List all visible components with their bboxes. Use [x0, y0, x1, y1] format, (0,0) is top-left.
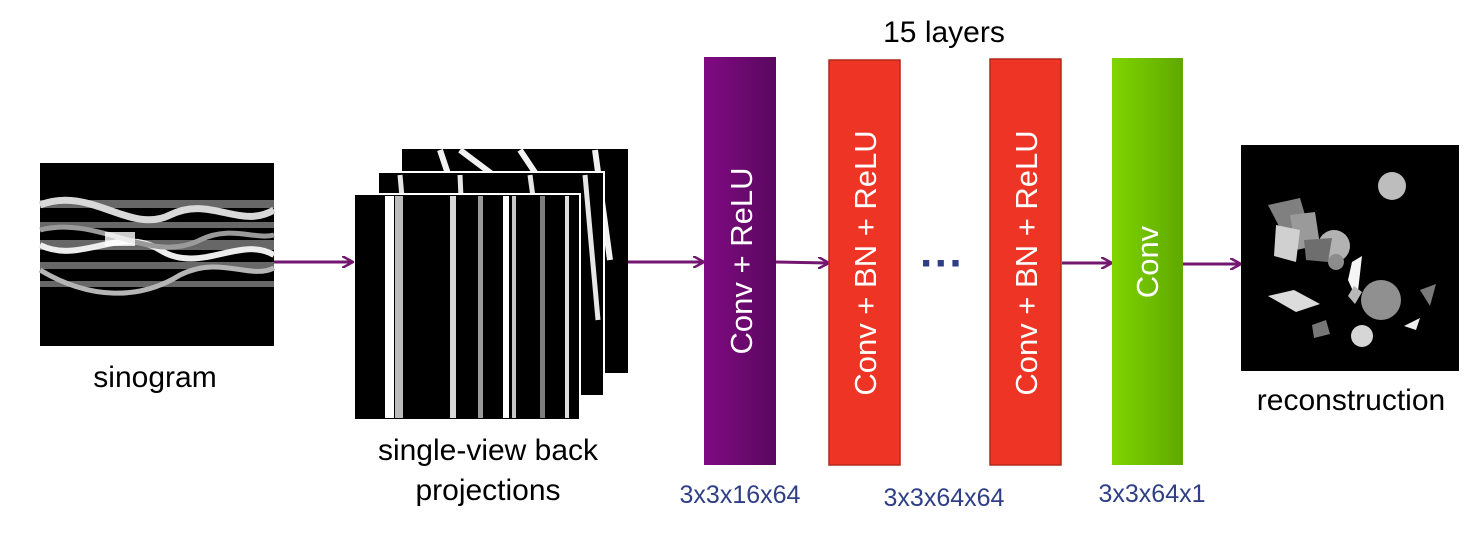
back-projection-stack [353, 147, 628, 421]
conv-relu-dims-label: 3x3x16x64 [680, 481, 801, 509]
conv-block [1112, 58, 1183, 465]
back-projection-label-line1: single-view back [378, 434, 599, 467]
conv-bn-relu-block-last-label: Conv + BN + ReLU [1009, 130, 1044, 395]
conv-block-label: Conv [1130, 225, 1165, 298]
conv-bn-relu-block-last [989, 58, 1062, 466]
conv-bn-relu-block-first-label: Conv + BN + ReLU [848, 130, 883, 395]
reconstruction-label: reconstruction [1257, 384, 1445, 417]
sinogram-image [38, 163, 276, 346]
conv-bn-relu-dims-label: 3x3x64x64 [884, 484, 1005, 512]
sinogram-label: sinogram [93, 361, 216, 394]
conv-relu-block [704, 57, 776, 465]
conv-relu-block-label: Conv + ReLU [724, 168, 759, 355]
conv-dims-label: 3x3x64x1 [1098, 480, 1205, 508]
arrow-block1-to-block2 [775, 262, 828, 263]
back-projection-label-line2: projections [415, 474, 560, 507]
hidden-layers-ellipsis: ··· [920, 239, 964, 288]
layers-count-title: 15 layers [883, 16, 1005, 49]
reconstruction-image [1241, 145, 1459, 371]
conv-bn-relu-block-first [828, 59, 901, 466]
